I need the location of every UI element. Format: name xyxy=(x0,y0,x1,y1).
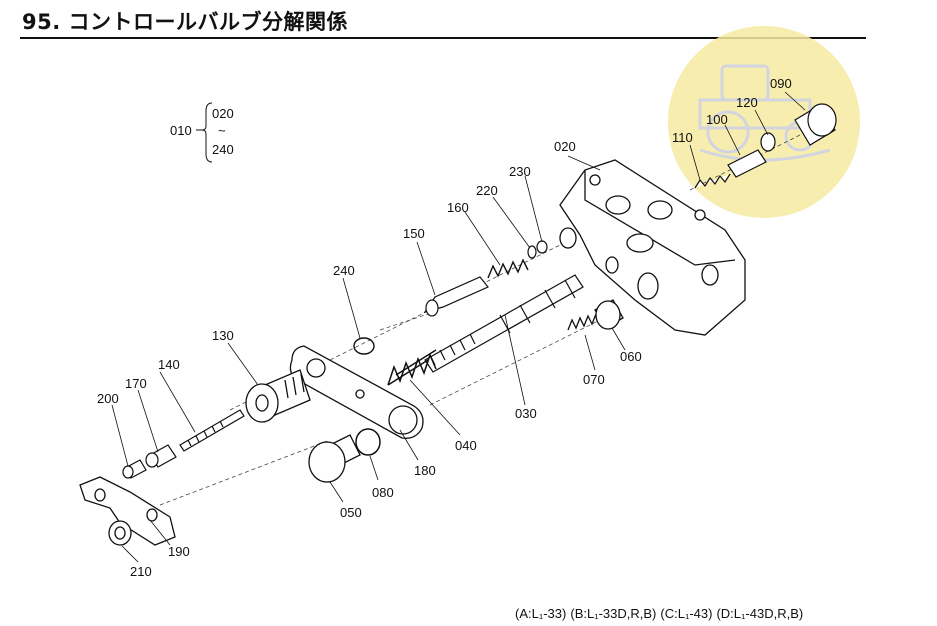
part-label-110: 110 xyxy=(672,130,693,145)
part-label-040: 040 xyxy=(455,438,477,453)
model-note-b: (B:L₁-33D,R,B) xyxy=(570,606,657,621)
part-label-060: 060 xyxy=(620,349,642,364)
part-label-220: 220 xyxy=(476,183,498,198)
ring-220 xyxy=(527,245,537,259)
part-label-160: 160 xyxy=(447,200,469,215)
relief-valve-parts xyxy=(694,103,837,189)
spring-040 xyxy=(387,349,437,386)
part-label-050: 050 xyxy=(340,505,362,520)
part-label-200: 200 xyxy=(97,391,119,406)
spring-160 xyxy=(487,258,529,279)
model-note-a: (A:L₁-33) xyxy=(515,606,567,621)
collar-200 xyxy=(122,459,147,479)
nut-210 xyxy=(108,520,132,546)
part-label-150: 150 xyxy=(403,226,425,241)
o-ring-080 xyxy=(355,428,381,456)
bolt-140 xyxy=(179,409,245,452)
nut-170 xyxy=(145,444,177,468)
ring-230 xyxy=(536,240,548,254)
bracket-190 xyxy=(79,476,176,546)
range-bracket xyxy=(196,102,213,163)
leader-lines xyxy=(111,91,806,563)
range-tilde: ~ xyxy=(218,123,226,138)
part-label-240: 240 xyxy=(333,263,355,278)
part-label-030: 030 xyxy=(515,406,537,421)
part-label-070: 070 xyxy=(583,372,605,387)
model-note-d: (D:L₁-43D,R,B) xyxy=(716,606,804,621)
cap-050 xyxy=(308,434,361,483)
spool-030 xyxy=(424,274,584,373)
plate-180 xyxy=(289,345,424,439)
title-divider xyxy=(20,37,866,39)
plug-130 xyxy=(245,369,311,423)
part-label-080: 080 xyxy=(372,485,394,500)
model-note-c: (C:L₁-43) xyxy=(660,606,713,621)
o-ring-240 xyxy=(353,337,375,355)
part-label-130: 130 xyxy=(212,328,234,343)
poppet-150 xyxy=(423,276,489,317)
part-label-180: 180 xyxy=(414,463,436,478)
range-from-label: 020 xyxy=(212,106,234,121)
part-label-100: 100 xyxy=(706,112,728,127)
part-label-190: 190 xyxy=(168,544,190,559)
part-label-140: 140 xyxy=(158,357,180,372)
part-label-230: 230 xyxy=(509,164,531,179)
plug-060 xyxy=(594,299,624,330)
part-label-020: 020 xyxy=(554,139,576,154)
range-to-label: 240 xyxy=(212,142,234,157)
part-label-120: 120 xyxy=(736,95,758,110)
part-label-170: 170 xyxy=(125,376,147,391)
watermark-circle xyxy=(668,26,860,218)
model-notes: (A:L₁-33)(B:L₁-33D,R,B)(C:L₁-43)(D:L₁-43… xyxy=(515,606,807,621)
page-title: 95. コントロールバルブ分解関係 xyxy=(22,10,349,34)
part-label-210: 210 xyxy=(130,564,152,579)
valve-body-020 xyxy=(559,159,746,336)
range-parent-label: 010 xyxy=(170,123,192,138)
spring-070 xyxy=(567,313,597,331)
part-label-090: 090 xyxy=(770,76,792,91)
